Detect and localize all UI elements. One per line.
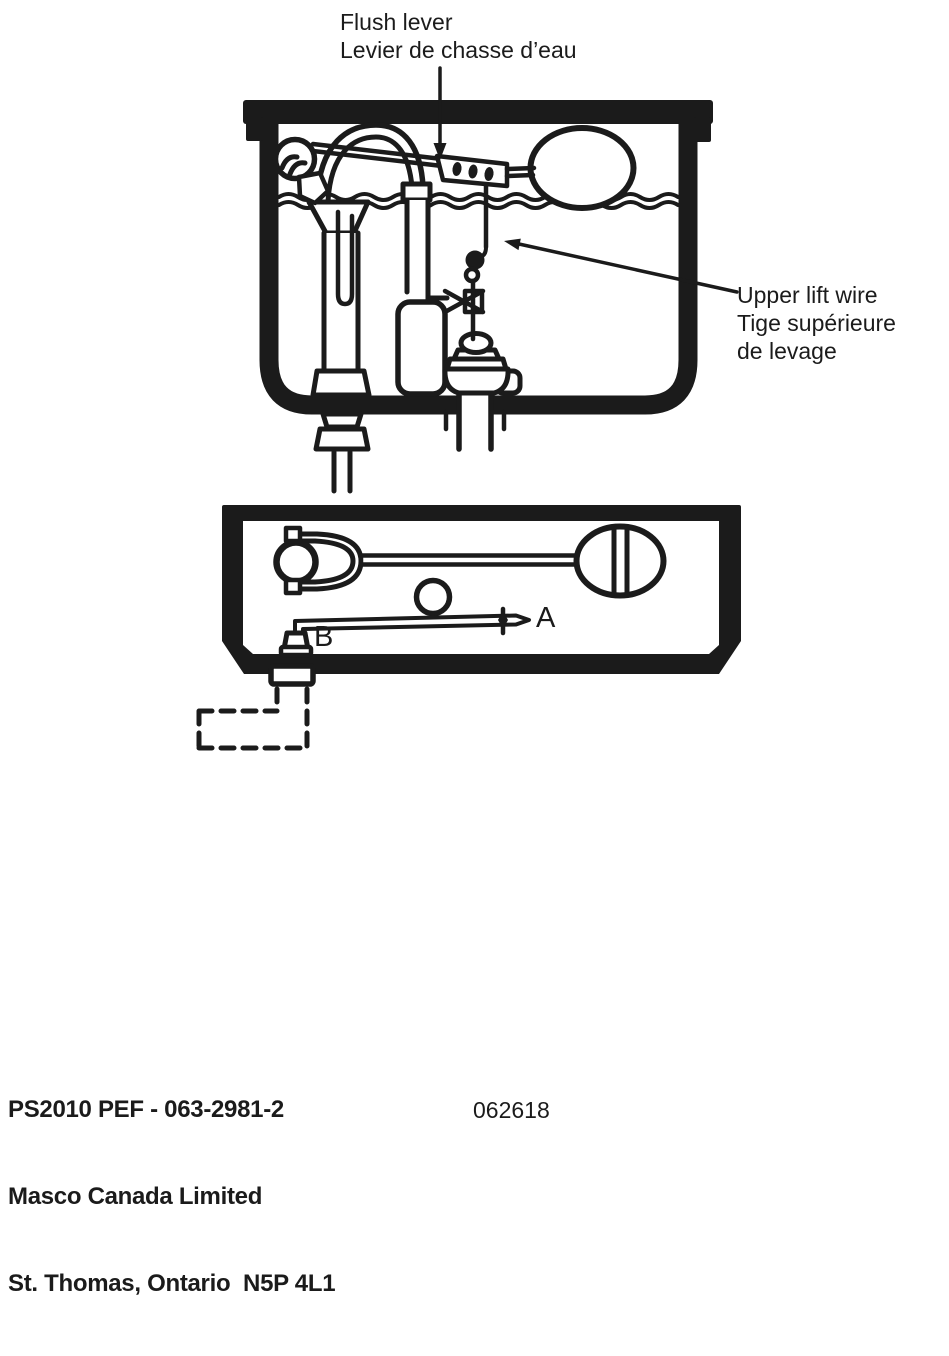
top-view-float-ball xyxy=(573,523,667,599)
upper-lift-wire-label-fr2: de levage xyxy=(737,338,837,364)
point-label-a: A xyxy=(536,602,556,634)
flush-lever-label-fr: Levier de chasse d’eau xyxy=(340,37,577,63)
upper-lift-wire-arrow xyxy=(504,238,739,294)
top-view-tank-outline xyxy=(222,505,741,674)
fill-valve-column xyxy=(306,199,372,398)
upper-lift-wire-label-fr1: Tige supérieure xyxy=(737,310,896,336)
flush-lever-arrow xyxy=(433,66,447,160)
cut-point-marker-a xyxy=(498,611,508,629)
overflow-tube xyxy=(400,181,433,305)
footer-company: Masco Canada Limited xyxy=(8,1183,263,1210)
toilet-tank-diagrams xyxy=(196,66,741,751)
top-view-overflow-tube xyxy=(413,577,453,617)
top-view-flush-valve xyxy=(273,525,364,596)
footer-address: St. Thomas, Ontario N5P 4L1 xyxy=(8,1270,336,1297)
flush-handle xyxy=(272,136,331,206)
point-label-b: B xyxy=(314,621,334,653)
float-ball xyxy=(527,125,637,211)
tank-cross-section-figure xyxy=(243,66,739,494)
tank-ball xyxy=(442,331,511,396)
dashed-supply-stub xyxy=(196,686,310,751)
footer-block: PS2010 PEF - 063-2981-2 Masco Canada Lim… xyxy=(8,1037,336,1356)
flush-lever-label-en: Flush lever xyxy=(340,9,453,35)
top-view-float-rod xyxy=(358,553,580,567)
upper-lift-wire-label-en: Upper lift wire xyxy=(737,282,878,308)
flush-outlet xyxy=(443,390,507,452)
supply-shank-collar xyxy=(268,663,316,687)
footer-part-number: PS2010 PEF - 063-2981-2 xyxy=(8,1096,284,1123)
top-view-supply-tube xyxy=(278,606,531,658)
footer-doc-code: 062618 xyxy=(473,1097,550,1123)
upper-lift-wire-label: Upper lift wire Tige supérieure de levag… xyxy=(737,281,896,365)
instruction-sheet-page: Flush lever Levier de chasse d’eau Upper… xyxy=(8,8,896,1297)
tank-lid xyxy=(243,100,713,142)
flush-lever-label: Flush lever Levier de chasse d’eau xyxy=(340,8,577,64)
flush-lever-arm xyxy=(310,141,537,189)
supply-connection xyxy=(313,411,371,494)
tank-top-view-figure xyxy=(196,505,741,751)
